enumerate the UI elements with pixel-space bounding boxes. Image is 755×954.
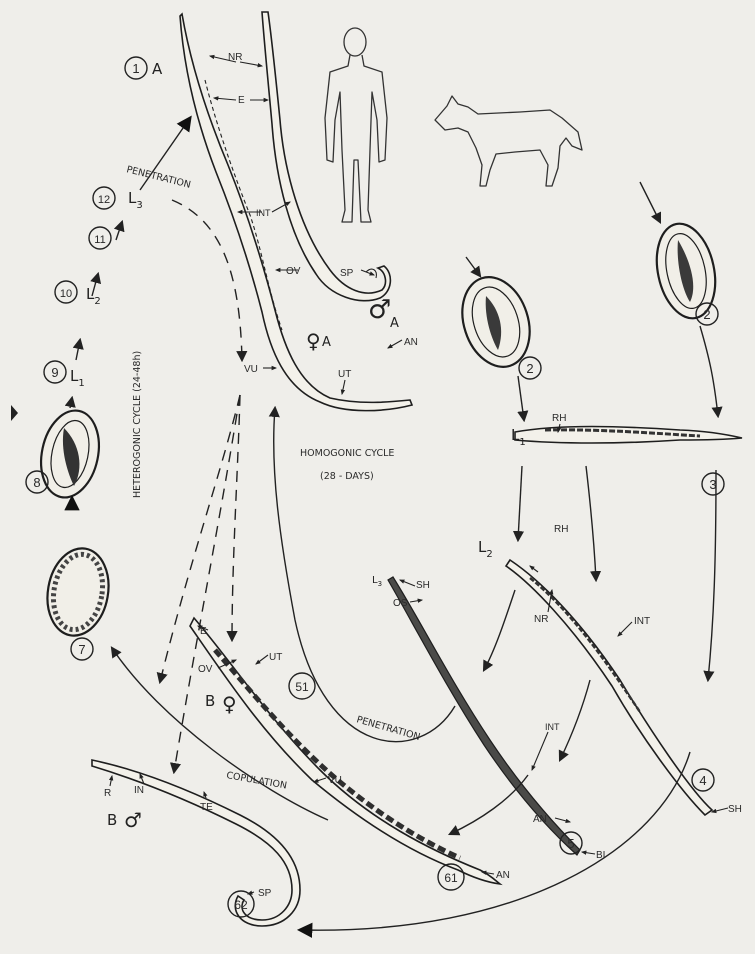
stage-1-number: 1 bbox=[132, 61, 139, 76]
l2-right-label: L2 bbox=[478, 538, 493, 560]
cycle-arrows bbox=[70, 118, 718, 930]
label-vu: VU bbox=[244, 364, 258, 375]
parasitic-male-symbol: ♂ bbox=[368, 295, 391, 325]
label-an-l3: AN bbox=[533, 814, 547, 825]
l1-left-label: L1 bbox=[70, 367, 85, 389]
label-rh-l2: RH bbox=[554, 524, 568, 535]
label-an: AN bbox=[404, 337, 418, 348]
label-ut: UT bbox=[338, 369, 351, 380]
stage-51-number: 51 bbox=[295, 680, 309, 694]
label-os: OS bbox=[393, 598, 408, 609]
dog-host-icon bbox=[435, 96, 582, 186]
egg-stage-7 bbox=[41, 543, 115, 640]
human-host-icon bbox=[325, 28, 387, 222]
l2-larva bbox=[506, 560, 712, 815]
stage-markers bbox=[26, 57, 724, 917]
stage-8-number: 8 bbox=[33, 475, 40, 490]
label-int-l2: INT bbox=[634, 616, 650, 627]
stage-9-number: 9 bbox=[51, 365, 58, 380]
label-sp-free: SP bbox=[258, 888, 272, 899]
l2-left-label: L2 bbox=[86, 285, 101, 307]
egg-stage-2b bbox=[649, 218, 724, 324]
stage-61-number: 61 bbox=[444, 871, 458, 885]
label-ov: OV bbox=[286, 266, 301, 277]
l1-right-label: L1 bbox=[511, 426, 526, 448]
stage-3-number: 3 bbox=[709, 477, 716, 492]
free-female-symbol: ♀ bbox=[222, 692, 237, 716]
l3-left-label: L3 bbox=[128, 189, 143, 211]
left-edge-arrow bbox=[11, 405, 18, 421]
anatomy-labels: NR E INT OV SP AN VU UT RH RH NR INT SH … bbox=[104, 52, 742, 899]
heterogonic-cycle-title: HETEROGONIC CYCLE (24-48h) bbox=[132, 351, 143, 498]
label-te: TE bbox=[200, 802, 213, 813]
free-living-female-worm bbox=[190, 618, 500, 884]
label-ut-free: UT bbox=[269, 652, 282, 663]
label-sp: SP bbox=[340, 268, 354, 279]
l3-filariform-larva bbox=[388, 577, 580, 855]
label-nr: NR bbox=[228, 52, 242, 63]
anatomy-pointers bbox=[110, 56, 728, 894]
penetration-top-label: PENETRATION bbox=[125, 164, 192, 191]
adult-a-tag: A bbox=[152, 60, 163, 78]
label-int-l3: INT bbox=[545, 722, 560, 732]
label-r: R bbox=[104, 788, 111, 799]
label-int: INT bbox=[256, 208, 271, 218]
stage-2b-number: 2 bbox=[703, 307, 710, 322]
parasitic-female-symbol: ♀ bbox=[306, 329, 321, 353]
egg-stage-8 bbox=[33, 405, 106, 503]
stage-4-number: 4 bbox=[699, 773, 706, 788]
stage-11-number: 11 bbox=[94, 234, 105, 246]
label-e-free: E bbox=[200, 626, 207, 637]
label-nr-l2: NR bbox=[534, 614, 548, 625]
stage-10-number: 10 bbox=[60, 288, 72, 300]
label-ov-free: OV bbox=[198, 664, 213, 675]
penetration-mid-label: PENETRATION bbox=[355, 714, 421, 743]
copulation-label: COPULATION bbox=[225, 770, 287, 791]
homogonic-cycle-title: HOMOGONIC CYCLE bbox=[300, 448, 394, 459]
stage-5-number: 5 bbox=[567, 836, 574, 851]
label-sh-l2: SH bbox=[728, 804, 742, 815]
stage-2a-number: 2 bbox=[526, 361, 533, 376]
label-bi: BI bbox=[596, 850, 605, 861]
stage-12-number: 12 bbox=[98, 194, 110, 206]
egg-stage-2a bbox=[451, 268, 540, 375]
stage-62-number: 62 bbox=[234, 898, 248, 912]
label-in: IN bbox=[134, 785, 144, 796]
label-sh-l3: SH bbox=[416, 580, 430, 591]
label-vu-free: VU bbox=[328, 775, 342, 786]
parasitic-male-tag: A bbox=[390, 316, 399, 331]
free-female-tag: B bbox=[205, 692, 215, 710]
l3-right-label: L3 bbox=[372, 575, 382, 588]
label-an-free: AN bbox=[496, 870, 510, 881]
free-male-symbol: ♂ bbox=[124, 808, 142, 832]
label-e: E bbox=[238, 95, 245, 106]
parasitic-female-tag: A bbox=[322, 335, 331, 350]
label-rh: RH bbox=[552, 413, 566, 424]
homogonic-cycle-duration: (28 - DAYS) bbox=[320, 471, 374, 482]
cycle-titles: HOMOGONIC CYCLE (28 - DAYS) HETEROGONIC … bbox=[125, 164, 421, 791]
free-male-tag: B bbox=[107, 811, 117, 829]
stage-7-number: 7 bbox=[78, 642, 85, 657]
